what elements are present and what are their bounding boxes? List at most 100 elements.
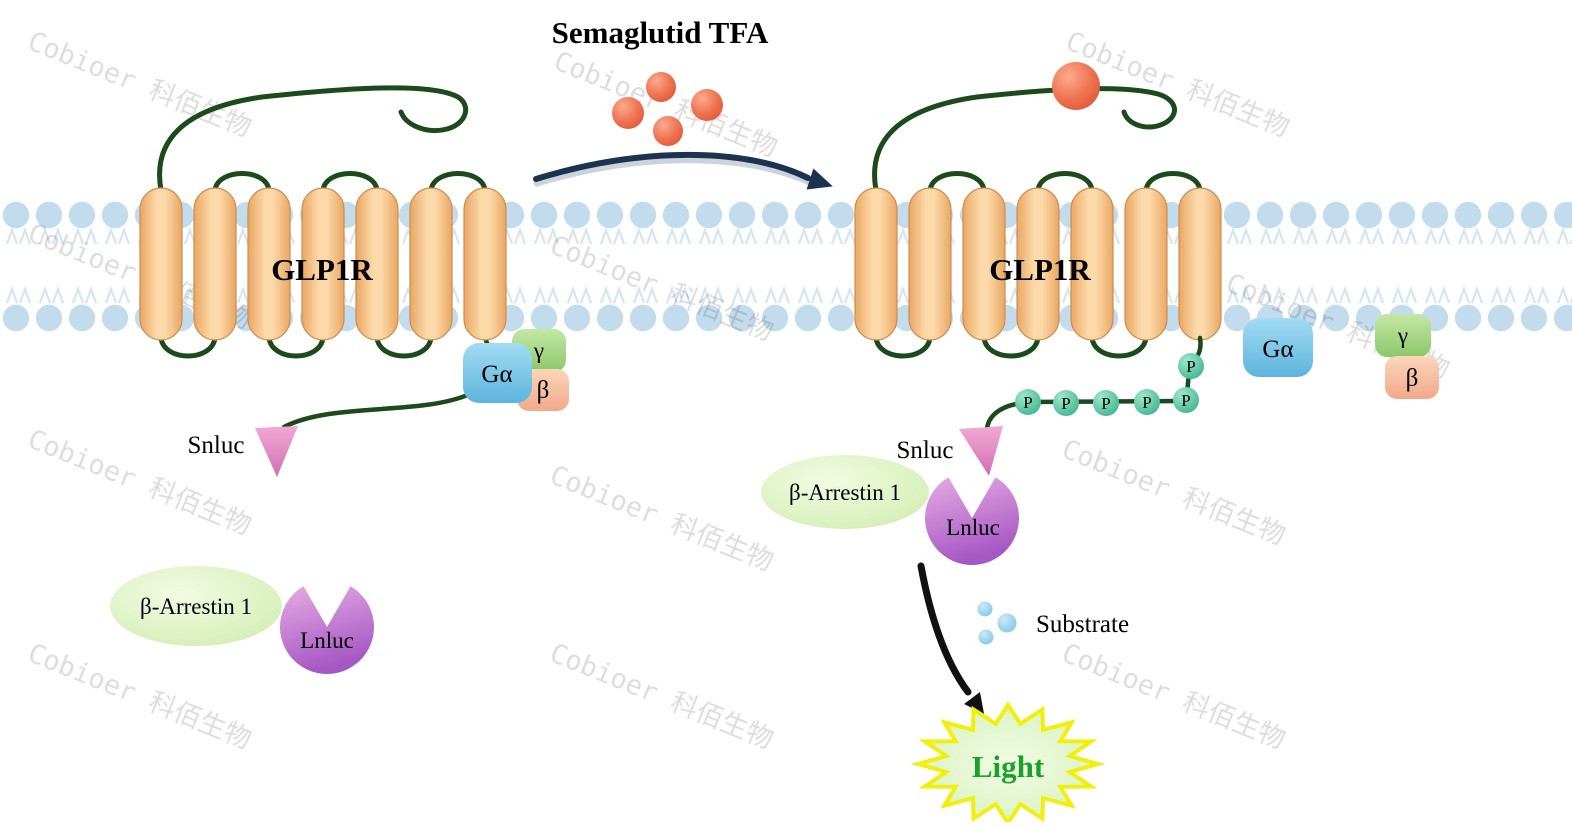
ligand-molecule bbox=[646, 72, 676, 102]
left-receptor-label: GLP1R bbox=[271, 252, 373, 287]
phospho-label: P bbox=[1181, 391, 1190, 410]
watermark-text: Cobioer 科佰生物 bbox=[545, 638, 777, 756]
watermark-text: Cobioer 科佰生物 bbox=[23, 638, 255, 756]
watermark-layer: Cobioer 科佰生物 Cobioer 科佰生物 Cobioer 科佰生物 C… bbox=[23, 26, 1453, 756]
phospho-site: P bbox=[1093, 390, 1119, 416]
tm-helix bbox=[854, 187, 898, 341]
right-g-beta-label: β bbox=[1406, 365, 1419, 392]
right-c-terminus-tail bbox=[984, 335, 1203, 432]
right-beta-arrestin bbox=[761, 455, 929, 529]
left-receptor-loops bbox=[157, 85, 493, 430]
phospho-label: P bbox=[1061, 394, 1070, 413]
luminescence-output: Substrate Light bbox=[910, 562, 1129, 827]
left-g-protein: Gα γ β bbox=[463, 329, 569, 411]
phospho-sites: P P P P P bbox=[1015, 353, 1204, 416]
left-beta-arrestin bbox=[110, 566, 282, 646]
right-g-beta-box bbox=[1385, 356, 1439, 399]
phospho-site: P bbox=[1015, 389, 1041, 415]
tm-helix bbox=[463, 187, 507, 341]
tm-helix bbox=[962, 187, 1006, 341]
left-snluc-tag bbox=[255, 426, 298, 477]
tm-helix bbox=[908, 187, 952, 341]
phospho-circle bbox=[1134, 389, 1160, 415]
left-n-terminus bbox=[157, 85, 469, 193]
left-receptor-helices bbox=[139, 187, 507, 341]
phospho-label: P bbox=[1023, 393, 1032, 412]
left-lnluc-tag bbox=[280, 586, 374, 675]
right-g-gamma-label: γ bbox=[1397, 323, 1408, 348]
left-g-gamma-label: γ bbox=[533, 338, 544, 363]
watermark-text: Cobioer 科佰生物 bbox=[549, 46, 781, 164]
phospho-circle bbox=[1053, 390, 1079, 416]
tm-helix bbox=[409, 187, 453, 341]
right-g-alpha-box bbox=[1243, 318, 1313, 377]
left-lnluc-label: Lnluc bbox=[300, 628, 354, 653]
right-intracellular-loop bbox=[873, 335, 933, 359]
arrestin-recruitment: β-Arrestin 1 Snluc Lnluc bbox=[761, 426, 1019, 566]
substrate-dot bbox=[977, 601, 993, 617]
left-extracellular-loop bbox=[320, 171, 380, 193]
binding-arrow bbox=[533, 151, 833, 190]
phospho-site: P bbox=[1134, 389, 1160, 415]
left-beta-arrestin-label: β-Arrestin 1 bbox=[140, 594, 252, 619]
right-intracellular-loop bbox=[981, 335, 1041, 359]
light-label: Light bbox=[972, 749, 1045, 784]
phospho-circle bbox=[1015, 389, 1041, 415]
right-g-alpha-label: Gα bbox=[1262, 336, 1293, 363]
phospho-label: P bbox=[1101, 394, 1110, 413]
right-beta-arrestin-label: β-Arrestin 1 bbox=[789, 480, 901, 505]
substrate-molecules bbox=[977, 601, 1017, 645]
right-receptor-label: GLP1R bbox=[989, 252, 1091, 287]
left-intracellular-loop bbox=[158, 335, 218, 359]
right-extracellular-loop bbox=[1143, 171, 1203, 193]
left-g-alpha-box bbox=[463, 343, 532, 403]
right-receptor-loops bbox=[872, 86, 1203, 359]
binding-arrowhead bbox=[806, 168, 833, 190]
left-extracellular-loop bbox=[212, 171, 272, 193]
right-n-terminus bbox=[872, 86, 1177, 193]
substrate-label: Substrate bbox=[1036, 611, 1129, 638]
right-g-protein-dissociated: Gα γ β bbox=[1243, 314, 1439, 399]
right-extracellular-loop bbox=[1035, 171, 1095, 193]
phospho-label: P bbox=[1142, 393, 1151, 412]
left-intracellular-loop bbox=[374, 335, 434, 359]
substrate-dot bbox=[997, 613, 1017, 633]
left-receptor-complex: GLP1R Gα γ β Snluc β-Arrestin 1 Lnluc bbox=[110, 85, 569, 675]
bound-ligand-molecule bbox=[1052, 62, 1100, 110]
phospho-site: P bbox=[1178, 353, 1204, 379]
tm-helix bbox=[139, 187, 183, 341]
right-receptor-helices bbox=[854, 187, 1222, 341]
semaglutide-ligand-cluster bbox=[612, 72, 723, 146]
diagram-title: Semaglutid TFA bbox=[552, 15, 769, 50]
reaction-arrow-shaft bbox=[917, 562, 972, 696]
right-intracellular-loop bbox=[1089, 335, 1149, 359]
right-lnluc-label: Lnluc bbox=[946, 515, 1000, 540]
watermark-text: Cobioer 科佰生物 bbox=[545, 460, 777, 578]
right-extracellular-loop bbox=[927, 171, 987, 193]
left-extracellular-loop bbox=[428, 171, 488, 193]
watermark-text: Cobioer 科佰生物 bbox=[23, 26, 255, 144]
phospho-site: P bbox=[1053, 390, 1079, 416]
phospho-label: P bbox=[1186, 357, 1195, 376]
tm-helix bbox=[1178, 187, 1222, 341]
right-snluc-label: Snluc bbox=[897, 437, 954, 464]
phospho-site: P bbox=[1173, 387, 1199, 413]
right-lnluc-tag bbox=[925, 477, 1019, 566]
right-g-gamma-box bbox=[1375, 314, 1431, 357]
phospho-circle bbox=[1093, 390, 1119, 416]
watermark-text: Cobioer 科佰生物 bbox=[1057, 638, 1289, 756]
right-snluc-tag bbox=[959, 426, 1003, 476]
ligand-molecule bbox=[653, 116, 683, 146]
tm-helix bbox=[301, 187, 345, 341]
tm-helix bbox=[193, 187, 237, 341]
tm-helix bbox=[247, 187, 291, 341]
left-snluc-label: Snluc bbox=[188, 432, 245, 459]
substrate-dot bbox=[978, 629, 994, 645]
tm-helix bbox=[1070, 187, 1114, 341]
ligand-molecule bbox=[691, 89, 723, 121]
tm-helix bbox=[1016, 187, 1060, 341]
tm-helix bbox=[1124, 187, 1168, 341]
phospho-circle bbox=[1173, 387, 1199, 413]
